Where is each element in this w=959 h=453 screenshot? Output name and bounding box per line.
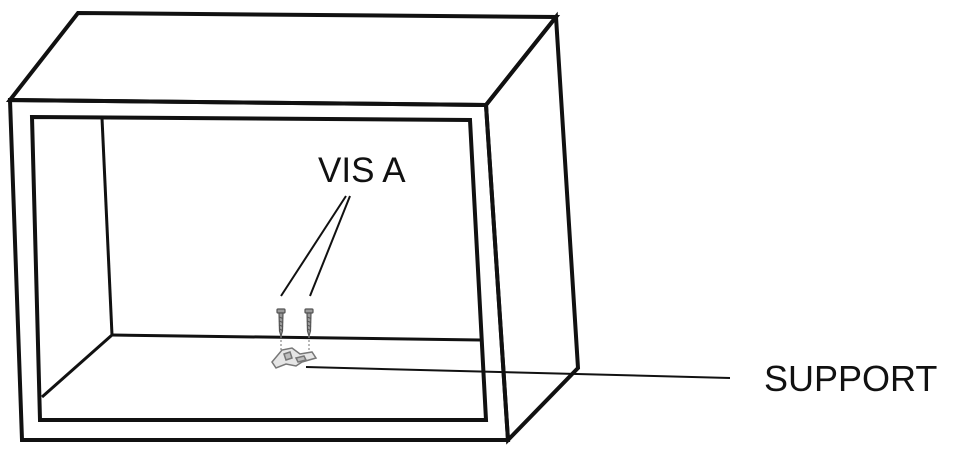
screws-label: VIS A [318, 151, 406, 190]
cabinet-interior [41, 117, 481, 399]
interior-floor-back-edge [111, 333, 481, 342]
cabinet-box [5, 10, 581, 445]
cabinet-front-outer-frame [7, 97, 511, 442]
support-leader-line [305, 366, 731, 379]
leader-line-right-screw [309, 195, 351, 297]
cabinet-front-inner-frame [29, 114, 489, 422]
screw-left [276, 308, 286, 352]
leader-line-left-screw [280, 195, 347, 297]
cabinet-right-face [483, 11, 581, 445]
cabinet-top-face [5, 10, 561, 108]
bracket-icon [271, 347, 318, 369]
support-label: SUPPORT [764, 358, 937, 399]
screw-icon [276, 308, 314, 352]
screw-leader-lines [280, 195, 351, 297]
screw-right [304, 308, 314, 352]
interior-floor-left-edge [41, 333, 113, 399]
interior-left-wall-edge [100, 117, 114, 336]
